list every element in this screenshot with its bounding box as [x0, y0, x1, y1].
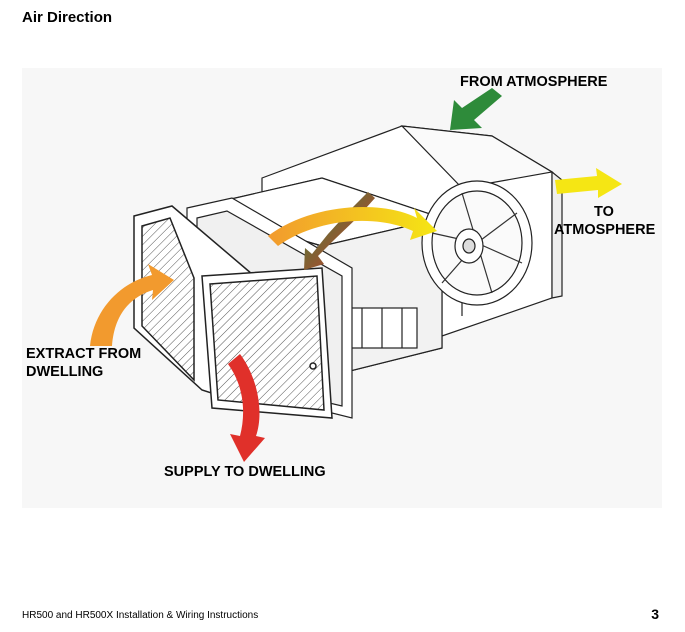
page-heading: Air Direction: [22, 9, 113, 26]
front-filter: [133, 205, 333, 419]
unit-illustration: [90, 88, 622, 462]
footer-doc-title: HR500 and HR500X Installation & Wiring I…: [22, 610, 259, 621]
extract-arrow: [90, 264, 174, 346]
supply-arrow: [228, 354, 265, 462]
page-number: 3: [651, 606, 659, 622]
extract-label-line2: DWELLING: [26, 364, 104, 380]
supply-label: SUPPLY TO DWELLING: [164, 464, 326, 480]
fan: [421, 180, 533, 306]
exhaust-crossflow-arrow: [268, 207, 437, 246]
to-atmosphere-label-line2: ATMOSPHERE: [554, 222, 656, 238]
from-atmosphere-arrow: [450, 88, 502, 130]
extract-label-line1: EXTRACT FROM: [26, 346, 142, 362]
to-atmosphere-label-line1: TO: [594, 204, 614, 220]
to-atmosphere-arrow: [555, 168, 622, 198]
from-atmosphere-label: FROM ATMOSPHERE: [460, 74, 608, 90]
air-direction-diagram: FROM ATMOSPHERE TO ATMOSPHERE EXTRACT FR…: [22, 68, 662, 508]
